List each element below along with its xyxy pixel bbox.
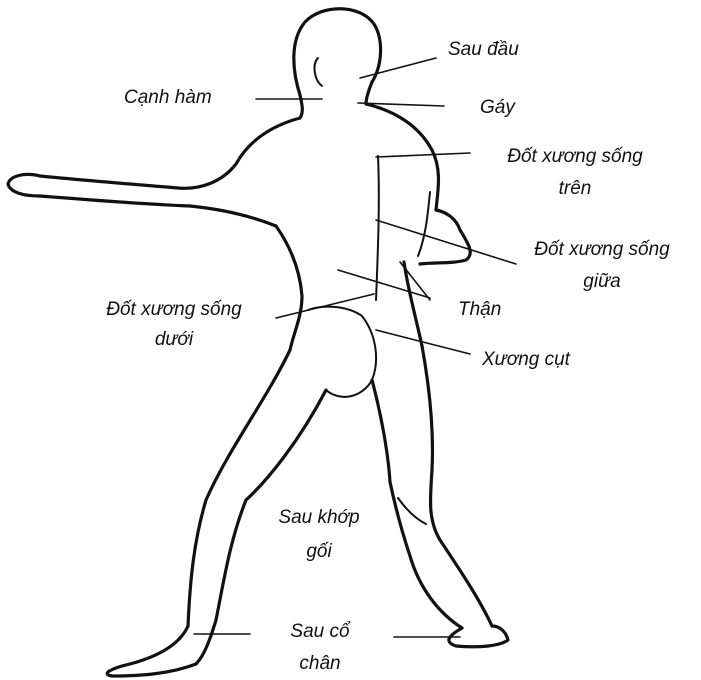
label-dot-xuong-song-tren-line1: Đốt xương sống: [480, 145, 670, 169]
right-torso-lower-outline: [404, 262, 422, 346]
label-sau-dau: Sau đầu: [448, 38, 519, 62]
leader-than-2: [400, 262, 430, 300]
label-dot-xuong-song-duoi-line2: dưới: [76, 328, 272, 352]
label-sau-co-chan-line2: chân: [270, 652, 370, 676]
right-leg-outer-outline: [422, 346, 492, 626]
leader-than-1: [338, 270, 430, 298]
label-sau-khop-goi-line2: gối: [264, 540, 374, 564]
leader-dot-giua: [376, 220, 516, 264]
ear-outline: [315, 58, 322, 86]
label-than: Thận: [458, 298, 501, 322]
left-foot-outline: [107, 626, 196, 676]
label-dot-xuong-song-tren-line2: trên: [480, 177, 670, 201]
label-dot-xuong-song-giua-line2: giữa: [506, 270, 698, 294]
spine-line: [376, 156, 379, 300]
label-sau-khop-goi: Sau khớp gối: [264, 506, 374, 564]
label-dot-xuong-song-duoi-line1: Đốt xương sống: [76, 298, 272, 322]
right-forearm-outline: [418, 192, 430, 256]
label-dot-xuong-song-giua-line1: Đốt xương sống: [506, 238, 698, 262]
left-buttock-outline: [308, 307, 376, 397]
head-outline: [294, 9, 381, 104]
arm-bottom-outline: [40, 196, 276, 226]
leader-sau-dau: [360, 58, 436, 78]
label-gay: Gáy: [480, 96, 515, 120]
right-leg-inner-outline: [372, 380, 462, 628]
label-dot-xuong-song-tren: Đốt xương sống trên: [480, 145, 670, 201]
label-xuong-cut: Xương cụt: [482, 348, 570, 372]
hand-outline: [8, 174, 40, 196]
left-leg-outer-outline: [188, 350, 290, 626]
label-canh-ham: Cạnh hàm: [124, 86, 212, 110]
left-torso-outline: [276, 226, 302, 350]
right-knee-crease: [398, 498, 426, 524]
leader-dot-tren: [376, 153, 470, 157]
label-sau-khop-goi-line1: Sau khớp: [264, 506, 374, 530]
label-dot-xuong-song-duoi: Đốt xương sống dưới: [76, 298, 272, 352]
label-sau-co-chan: Sau cổ chân: [270, 620, 370, 676]
label-sau-co-chan-line1: Sau cổ: [270, 620, 370, 644]
label-dot-xuong-song-giua: Đốt xương sống giữa: [506, 238, 698, 294]
left-shoulder-outline: [40, 118, 300, 188]
